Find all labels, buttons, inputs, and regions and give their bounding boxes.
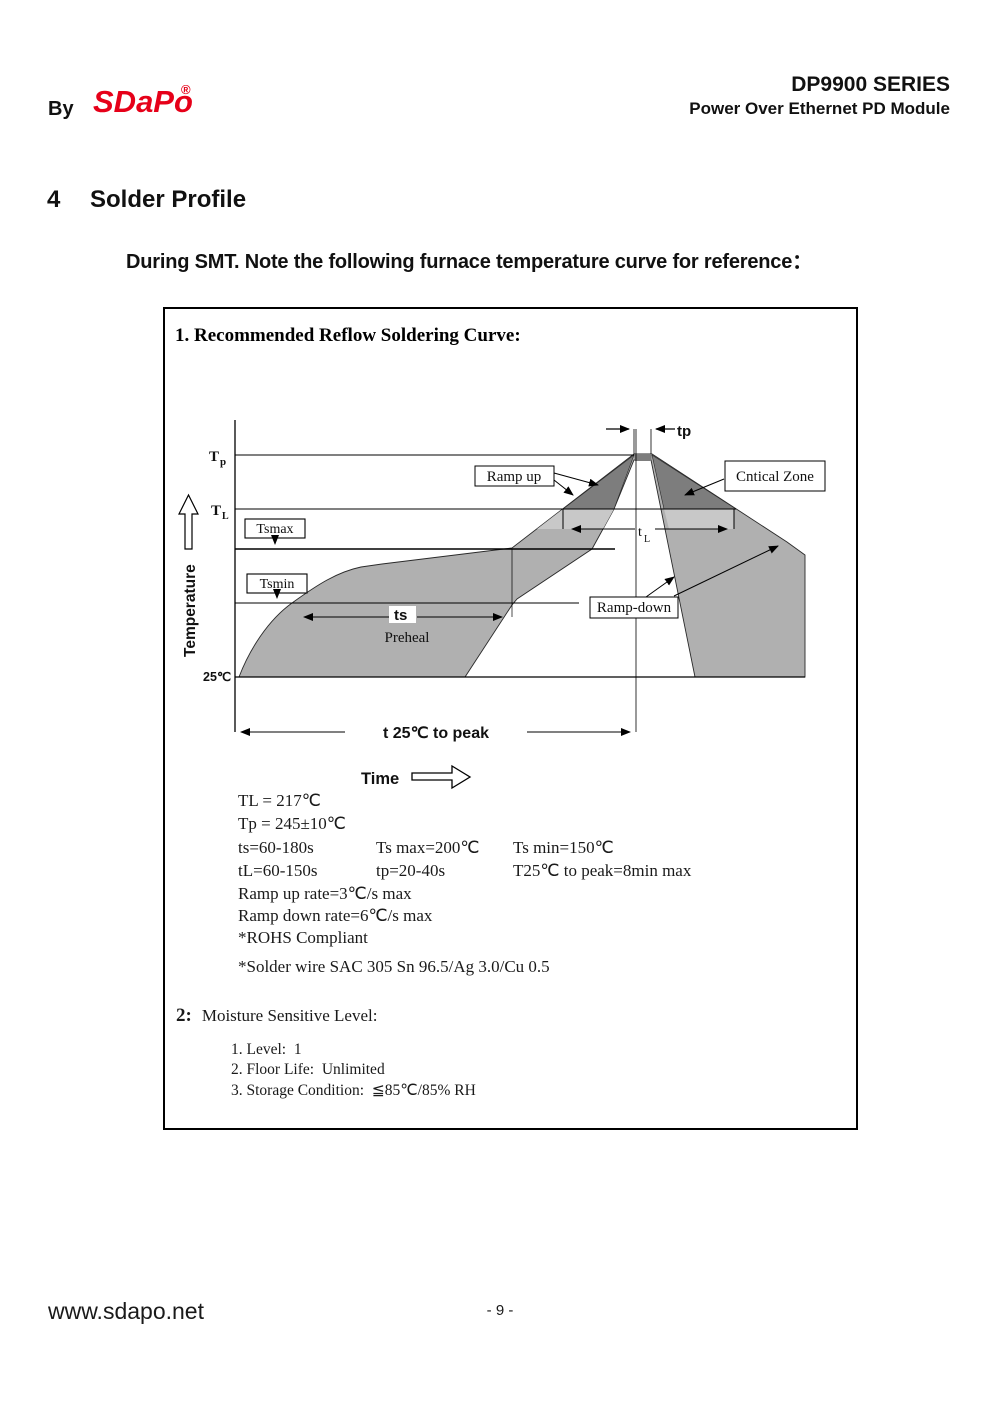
- registered-mark: ®: [181, 82, 191, 97]
- msl-item-floor-life: 2. Floor Life: Unlimited: [231, 1061, 385, 1078]
- figure-title: 1. Recommended Reflow Soldering Curve:: [175, 325, 521, 346]
- series-title: DP9900 SERIES: [791, 73, 950, 96]
- msl-number: 2:: [176, 1005, 192, 1026]
- tsmax-label: Tsmax: [256, 522, 293, 537]
- msl-heading: 2: Moisture Sensitive Level:: [176, 1005, 377, 1027]
- time-axis-label: Time: [361, 770, 399, 788]
- temperature-up-arrow-icon: [178, 493, 199, 550]
- ramp-up-arrow-1: [553, 472, 599, 487]
- footer-website: www.sdapo.net: [48, 1298, 204, 1324]
- ramp-up-box: [474, 465, 555, 487]
- tl-axis-label: T: [211, 503, 221, 519]
- param-t25-peak: T25℃ to peak=8min max: [513, 861, 692, 880]
- note-solder-wire: *Solder wire SAC 305 Sn 96.5/Ag 3.0/Cu 0…: [238, 957, 550, 976]
- section-number: 4: [47, 186, 61, 213]
- ramp-down-label: Ramp-down: [597, 600, 672, 616]
- tp-axis-label-sub: p: [220, 456, 226, 468]
- section-intro: During SMT. Note the following furnace t…: [126, 251, 812, 273]
- tsmin-label: Tsmin: [260, 577, 295, 592]
- param-tsmin: Ts min=150℃: [513, 838, 614, 857]
- ramp-down-arrow-2: [673, 545, 779, 597]
- reflow-curve-diagram: tp t L ts Preheal T p T L Tsmax Tsmin Ra…: [178, 420, 826, 790]
- ramp-up-dark-zone: [562, 454, 635, 510]
- page-number: - 9 -: [486, 1302, 514, 1319]
- ramp-down-box: [589, 596, 679, 619]
- reflow-figure-box: 1. Recommended Reflow Soldering Curve:: [163, 307, 858, 1130]
- liquidus-bar-left: [537, 509, 614, 529]
- header-right: DP9900 SERIES Power Over Ethernet PD Mod…: [689, 72, 950, 120]
- t25-to-peak-label: t 25℃ to peak: [383, 725, 489, 742]
- liquidus-bar-right: [664, 509, 734, 529]
- reflow-band: [238, 453, 806, 678]
- product-title: Power Over Ethernet PD Module: [689, 99, 950, 118]
- tp-axis-label: T: [209, 449, 219, 465]
- ramp-up-label: Ramp up: [487, 469, 542, 485]
- note-rohs: *ROHS Compliant: [238, 928, 368, 947]
- param-tsmax: Ts max=200℃: [376, 838, 480, 857]
- temperature-axis-label: Temperature: [182, 564, 199, 657]
- critical-dark-zone: [651, 454, 738, 510]
- by-label: By: [48, 98, 74, 120]
- tl-axis-label-sub: L: [222, 511, 229, 522]
- tl-dim-label: t: [638, 525, 642, 540]
- msl-item-level: 1. Level: 1: [231, 1041, 302, 1058]
- msl-item-storage: 3. Storage Condition: ≦85℃/85% RH: [231, 1082, 476, 1099]
- origin-25c-label: 25℃: [203, 670, 231, 684]
- param-tp: Tp = 245±10℃: [238, 814, 346, 833]
- tp-dim-label: tp: [677, 423, 691, 440]
- param-tliq: tL=60-150s: [238, 861, 318, 880]
- param-tl: TL = 217℃: [238, 791, 321, 810]
- preheat-label: Preheal: [385, 630, 430, 646]
- time-right-arrow-icon: [411, 764, 472, 790]
- param-ts: ts=60-180s: [238, 838, 314, 857]
- critical-zone-label: Cntical Zone: [736, 469, 814, 485]
- ts-label-bg: [389, 606, 416, 623]
- section-title: Solder Profile: [90, 186, 247, 213]
- param-tpeak-time: tp=20-40s: [376, 861, 446, 880]
- ramp-up-arrow-2: [553, 479, 574, 496]
- critical-zone-box: [724, 460, 826, 492]
- critical-zone-arrow: [684, 478, 725, 496]
- ts-dim-label: ts: [394, 607, 407, 624]
- param-ramp-up-rate: Ramp up rate=3℃/s max: [238, 884, 412, 903]
- msl-title: Moisture Sensitive Level:: [201, 1006, 378, 1025]
- ramp-down-arrow-1: [645, 576, 675, 598]
- brand-logo: SDaPo: [93, 84, 193, 119]
- param-ramp-down-rate: Ramp down rate=6℃/s max: [238, 906, 433, 925]
- peak-cap-dark: [634, 454, 652, 461]
- tl-dim-label-sub: L: [644, 534, 650, 545]
